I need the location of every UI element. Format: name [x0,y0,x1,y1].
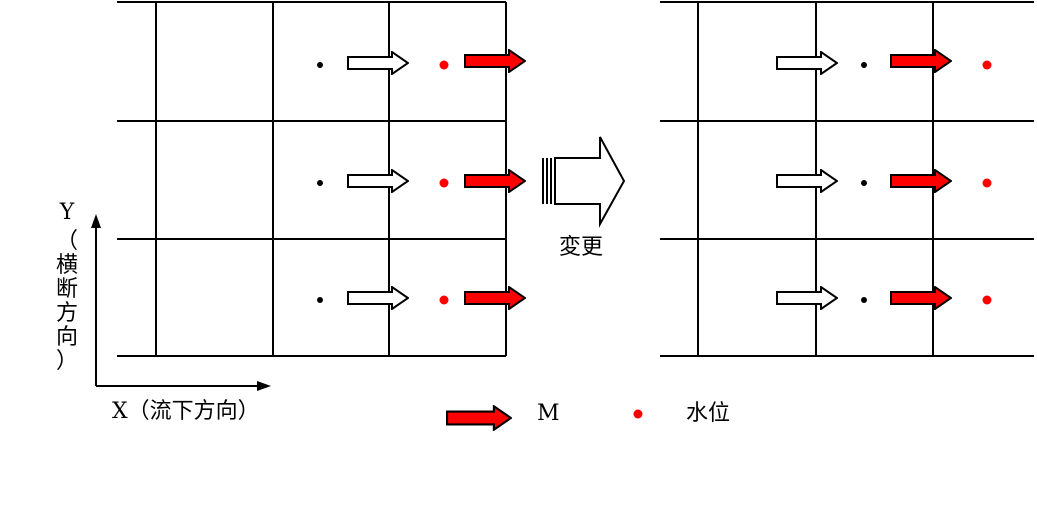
y-axis-arrowhead [91,214,101,228]
hollow-flux-arrow [347,169,409,193]
water-level-dot [982,178,992,188]
water-level-dot [439,60,449,70]
legend-water-level-dot [633,409,643,419]
cell-center-dot [861,297,867,303]
y-axis-label-char: ） [55,349,78,374]
red-flux-arrow [464,169,526,193]
cell-center-dot [317,297,323,303]
y-axis-label: （横断方向） [55,230,79,374]
cell-center-dot [317,62,323,68]
water-level-dot [439,178,449,188]
y-axis-label-char: 断 [55,277,78,302]
cell-center-dot [861,180,867,186]
cell-center-dot [317,180,323,186]
axes [91,214,271,391]
red-flux-arrow [890,49,952,73]
red-flux-arrow [890,286,952,310]
red-flux-arrow [464,286,526,310]
hollow-flux-arrow [776,286,838,310]
y-axis-label-char: （ [55,229,78,254]
big-hollow-arrow [554,136,626,228]
right-grid-markers [776,49,992,310]
hollow-flux-arrow [776,169,838,193]
legend-arrow-label: M [537,401,560,426]
hollow-flux-arrow [347,51,409,75]
x-axis-label: X（流下方向） [112,399,260,424]
legend-graphics [446,405,643,431]
y-axis-label-char: 向 [55,325,78,350]
water-level-dot [982,295,992,305]
legend-red-arrow [446,405,512,431]
cell-center-dot [861,62,867,68]
right-grid [660,1,1034,357]
change-arrow [542,136,626,228]
y-axis-label-char: 横 [55,253,78,278]
y-axis-label-char: 方 [55,301,78,326]
red-flux-arrow [464,49,526,73]
red-flux-arrow [890,169,952,193]
legend-dot-label: 水位 [686,401,731,426]
hollow-flux-arrow [776,51,838,75]
hollow-flux-arrow [347,286,409,310]
water-level-dot [982,60,992,70]
change-label: 変更 [559,235,604,260]
y-axis-letter: Y [59,200,75,225]
left-grid-markers [317,49,526,310]
x-axis-arrowhead [257,381,271,391]
left-grid [117,1,507,357]
water-level-dot [439,295,449,305]
